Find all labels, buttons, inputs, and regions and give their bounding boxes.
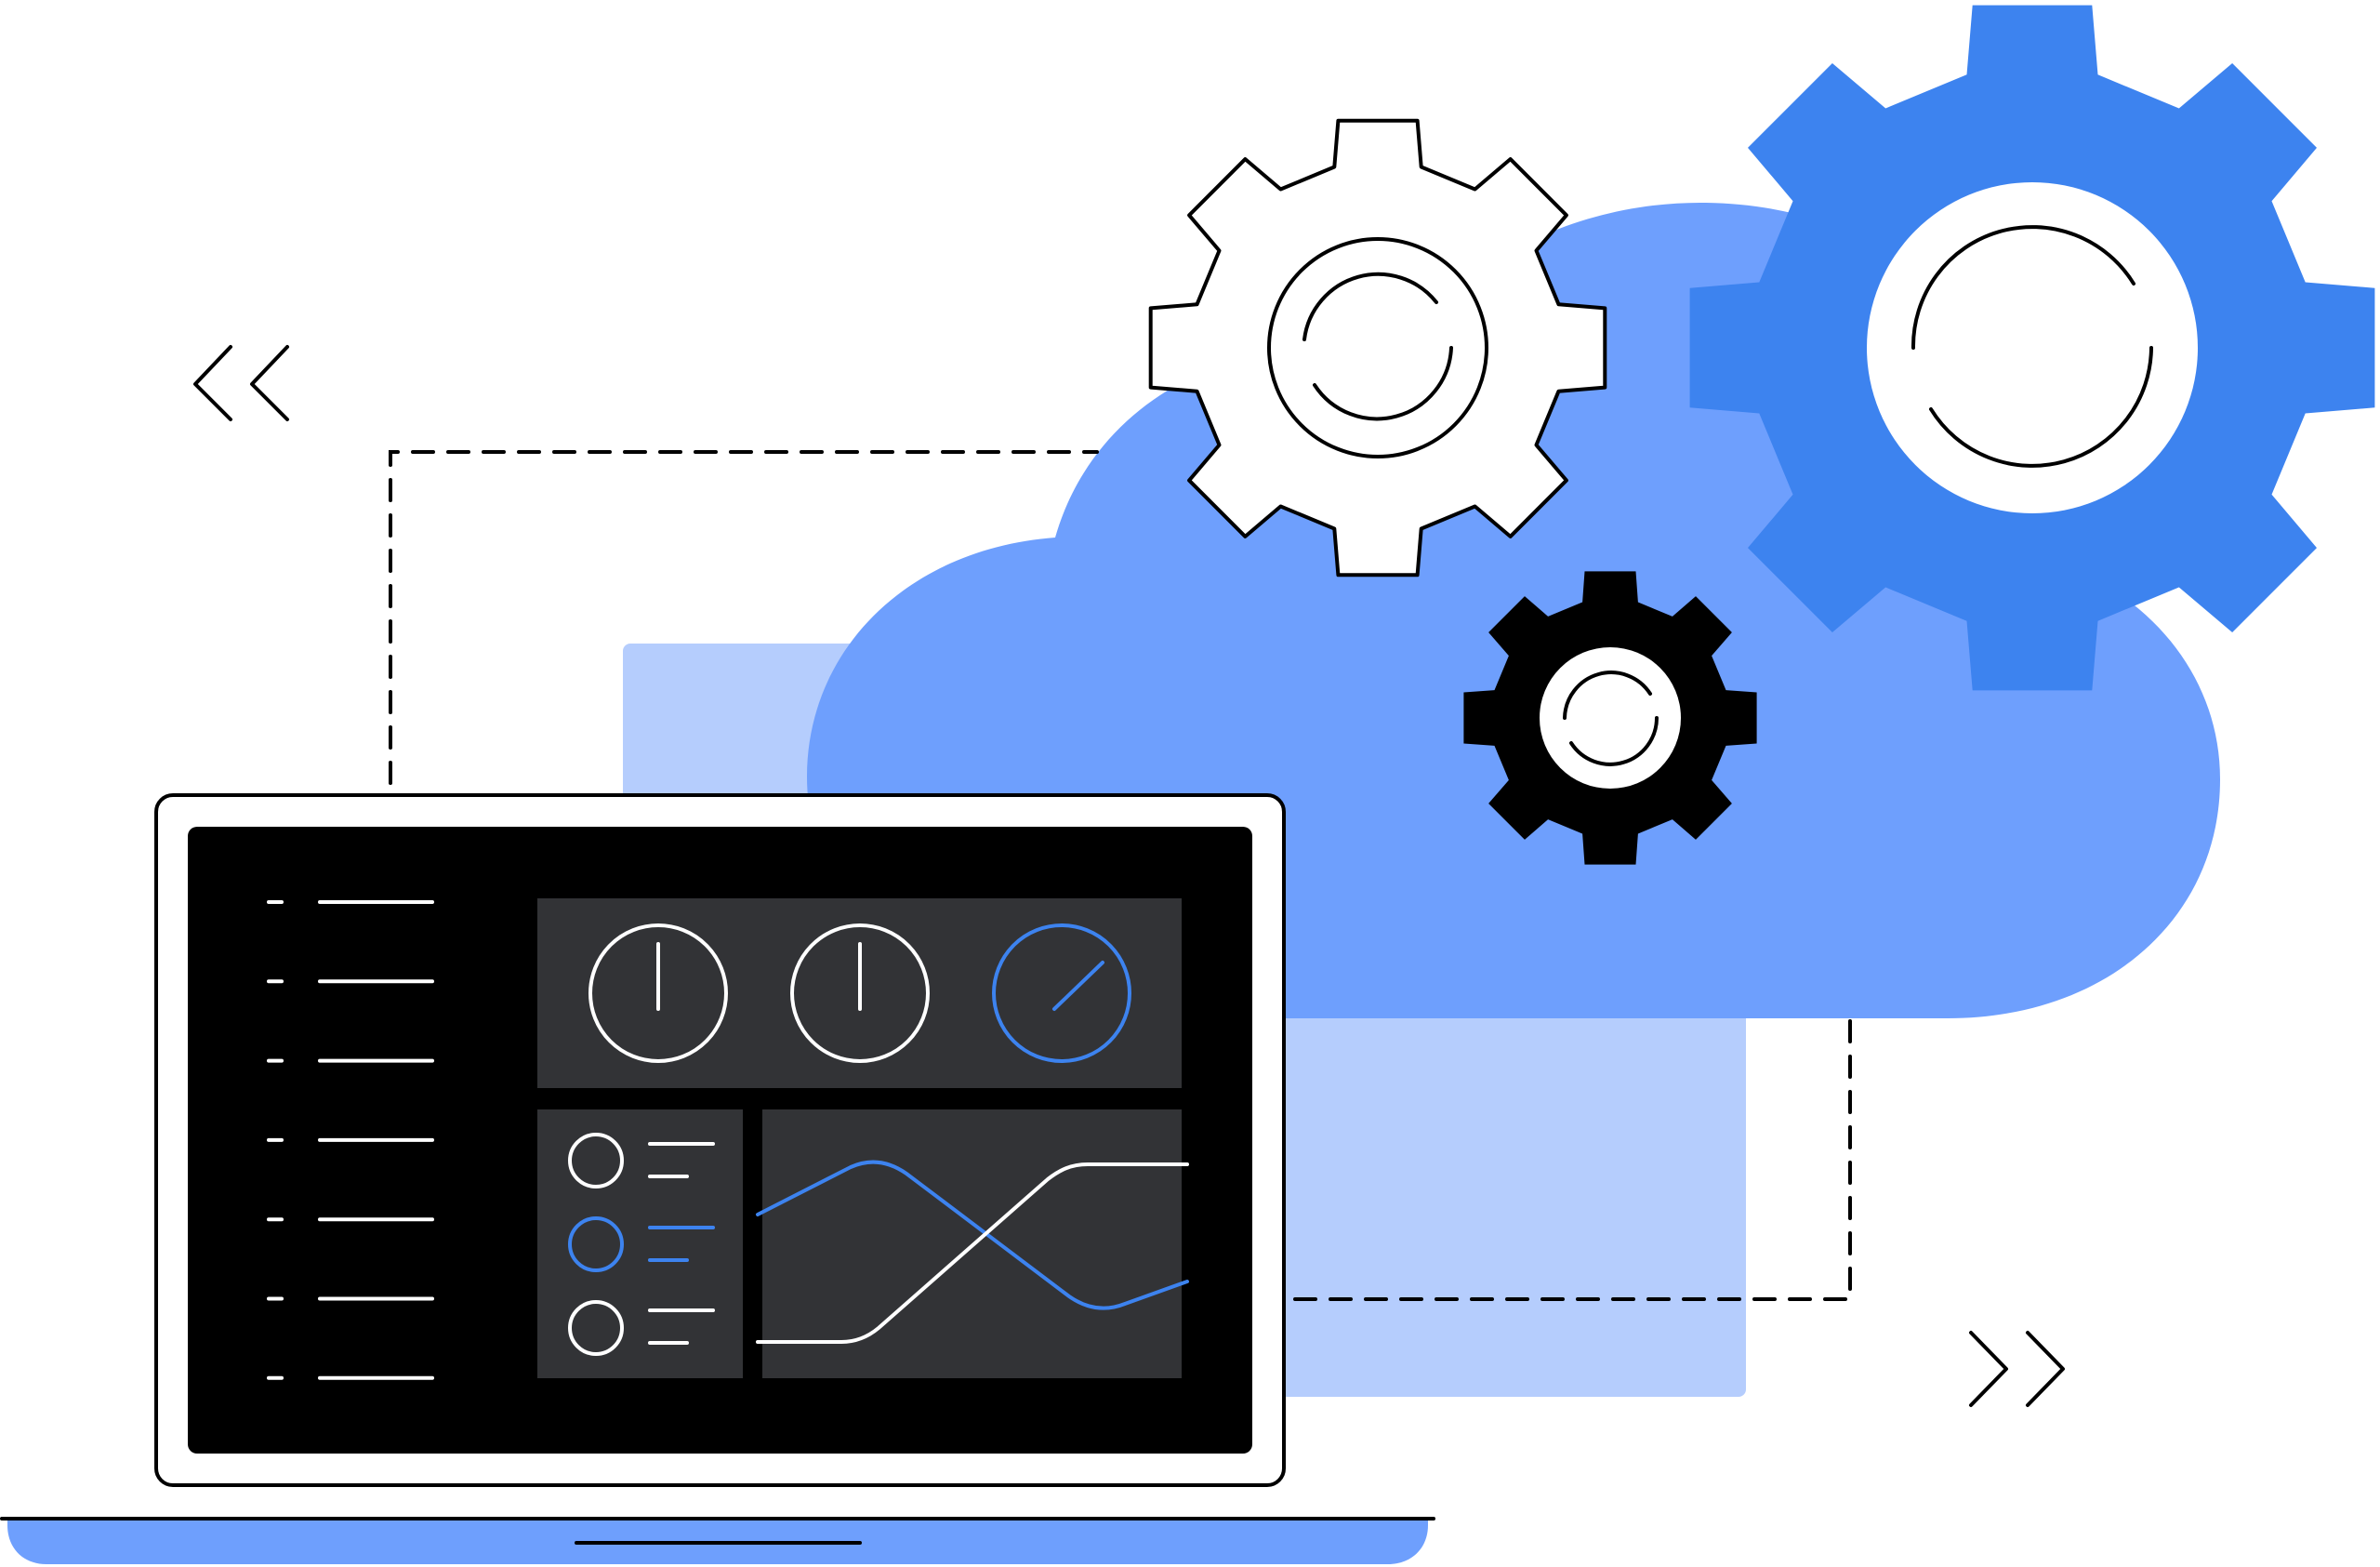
option-1 <box>568 1133 715 1189</box>
option-3 <box>568 1300 715 1356</box>
gear-outline-icon <box>1148 118 1607 578</box>
dashed-connector-lines <box>389 450 1852 1301</box>
gear-blue-icon <box>1689 5 2375 691</box>
chart-series-white <box>756 1162 1189 1344</box>
gear-black-icon <box>1463 571 1757 865</box>
power-dial-3-active <box>992 923 1131 1063</box>
power-dial-1 <box>588 923 728 1063</box>
option-2-selected <box>568 1216 715 1272</box>
laptop-icon <box>0 793 1435 1564</box>
chart-series-blue <box>756 1160 1189 1310</box>
power-dial-2 <box>790 923 930 1063</box>
double-chevron-right-icon <box>1969 1331 2065 1407</box>
double-chevron-left-icon <box>193 345 289 421</box>
dashboard-sidebar-menu <box>267 900 434 1380</box>
